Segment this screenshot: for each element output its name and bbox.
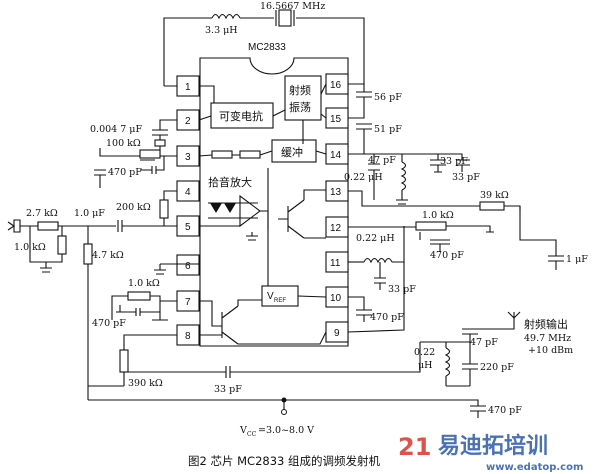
- block-varactor: [210, 102, 274, 129]
- watermark-url: www.edatop.com: [486, 462, 583, 473]
- inductor-022-out: [444, 347, 451, 377]
- watermark-number: 21: [398, 433, 431, 461]
- block-rf-osc-line1: 射频: [289, 83, 311, 97]
- chip-name: MC2833: [248, 42, 286, 53]
- vcc-sub: CC: [247, 431, 257, 438]
- res-100k-label: 100 kΩ: [106, 138, 141, 149]
- left-pins: 1 2 3 4 5 6 7 8: [176, 75, 200, 346]
- cap-1uf-in-label: 1.0 μF: [74, 208, 105, 219]
- pin-2: 2: [185, 116, 191, 127]
- rf-output: 0.22 μH 47 pF 220 pF 射频输出 49.7 MHz +10 d…: [414, 311, 573, 387]
- pin-12: 12: [330, 223, 342, 234]
- pin13-12-network: 39 kΩ 1.0 kΩ 470 pF 1 μF: [348, 190, 588, 270]
- pin-3: 3: [185, 152, 191, 163]
- res-39k-label: 39 kΩ: [480, 190, 509, 201]
- pin-11: 11: [330, 258, 341, 269]
- crystal: [278, 9, 292, 27]
- pin-10: 10: [330, 293, 342, 304]
- cap-33pf-a-label: 33 pF: [440, 156, 468, 167]
- res-1k-in-label: 1.0 kΩ: [14, 242, 46, 253]
- res-200k-label: 200 kΩ: [116, 202, 151, 213]
- block-vref-label: V: [267, 291, 274, 302]
- cap-47pf-out-label: 47 pF: [470, 337, 498, 348]
- cap-470pf-p3-label: 470 pF: [108, 167, 142, 178]
- vcc-bus: 470 pF V CC =3.0~8.0 V: [88, 397, 522, 438]
- pin-7: 7: [185, 297, 191, 308]
- block-rf-osc-line2: 振荡: [289, 100, 311, 114]
- cap-33pf-bot-label: 33 pF: [214, 384, 242, 395]
- res-390k-label: 390 kΩ: [128, 378, 163, 389]
- res-4k7-label: 4.7 kΩ: [92, 250, 124, 261]
- cap-470pf-vcc-label: 470 pF: [488, 405, 522, 416]
- block-varactor-label: 可变电抗: [219, 109, 263, 123]
- pin-16: 16: [330, 80, 342, 91]
- pin-6: 6: [185, 261, 191, 272]
- inductor-022-11: [363, 257, 393, 264]
- crystal-label: 16.5667 MHz: [260, 1, 325, 12]
- inductor-top-label: 3.3 μH: [205, 25, 238, 36]
- cap-1uf-out-label: 1 μF: [566, 254, 588, 265]
- cap-470pf-7-label: 470 pF: [92, 318, 126, 329]
- block-rf-osc: [284, 75, 322, 121]
- watermark-text: 易迪拓培训: [438, 433, 548, 459]
- vcc-range: =3.0~8.0 V: [258, 425, 314, 436]
- ind-022-out-label: 0.22: [414, 347, 435, 358]
- block-buffer-label: 缓冲: [281, 145, 303, 159]
- pin-9: 9: [334, 328, 340, 339]
- rf-out-power: +10 dBm: [528, 345, 573, 356]
- rf-out-title: 射频输出: [524, 317, 568, 331]
- pin16-15-caps: 56 pF 51 pF: [348, 84, 402, 154]
- cap-220pf-out-label: 220 pF: [480, 362, 514, 373]
- pin-5: 5: [185, 222, 191, 233]
- ind-022-14-label: 0.22 μH: [344, 172, 383, 183]
- ind-022-11-label: 0.22 μH: [356, 233, 395, 244]
- pin-1: 1: [185, 82, 191, 93]
- cap-47pf-14-label: 47 pF: [368, 155, 396, 166]
- pin-8: 8: [185, 331, 191, 342]
- vcc-label: V: [239, 425, 247, 436]
- cap-51pf-label: 51 pF: [374, 124, 402, 135]
- internal-transistors: [199, 189, 327, 345]
- pin-15: 15: [330, 114, 342, 125]
- block-vref-sub: REF: [274, 298, 286, 304]
- rf-out-freq: 49.7 MHz: [524, 333, 571, 344]
- block-mic-amp-label: 拾音放大: [208, 175, 252, 189]
- pin7-network: 1.0 kΩ 470 pF: [92, 278, 177, 329]
- right-pins: 16 15 14 13 12 11 10 9: [325, 73, 349, 343]
- pin-4: 4: [185, 187, 191, 198]
- top-tank: 16.5667 MHz 3.3 μH: [163, 1, 365, 87]
- inductor-022-14: [400, 161, 407, 191]
- res-1k-12-label: 1.0 kΩ: [422, 210, 454, 221]
- inductor-3u3: [211, 13, 241, 20]
- pin-14: 14: [330, 150, 342, 161]
- ind-022-out-unit: μH: [418, 360, 432, 371]
- chip-mc2833: MC2833 1 2 3 4 5 6 7 8: [176, 42, 349, 347]
- cap-56pf-label: 56 pF: [374, 92, 402, 103]
- cap-470pf-12-label: 470 pF: [430, 250, 464, 261]
- pin11-tank: 0.22 μH 33 pF 470 pF: [347, 226, 416, 333]
- cap-470pf-10-label: 470 pF: [370, 312, 404, 323]
- pin14-tank: 47 pF 0.22 μH 33 pF 33 pF: [344, 153, 480, 205]
- pin8-network: 390 kΩ 33 pF: [88, 263, 421, 395]
- cap-33pf-b-label: 33 pF: [452, 172, 480, 183]
- cap-0047uf-label: 0.004 7 μF: [90, 124, 142, 135]
- pin-13: 13: [330, 187, 342, 198]
- res-2k7-label: 2.7 kΩ: [26, 208, 58, 219]
- pin2-4-network: 0.004 7 μF 100 kΩ 470 pF 200 kΩ: [90, 119, 177, 227]
- res-1k-7-label: 1.0 kΩ: [128, 278, 160, 289]
- figure-caption: 图2 芯片 MC2833 组成的调频发射机: [188, 454, 381, 468]
- audio-input: 2.7 kΩ 1.0 kΩ 1.0 μF 4.7 kΩ: [7, 208, 177, 400]
- cap-33pf-11-label: 33 pF: [388, 284, 416, 295]
- watermark-logo: 21 易迪拓培训 www.edatop.com: [398, 433, 583, 473]
